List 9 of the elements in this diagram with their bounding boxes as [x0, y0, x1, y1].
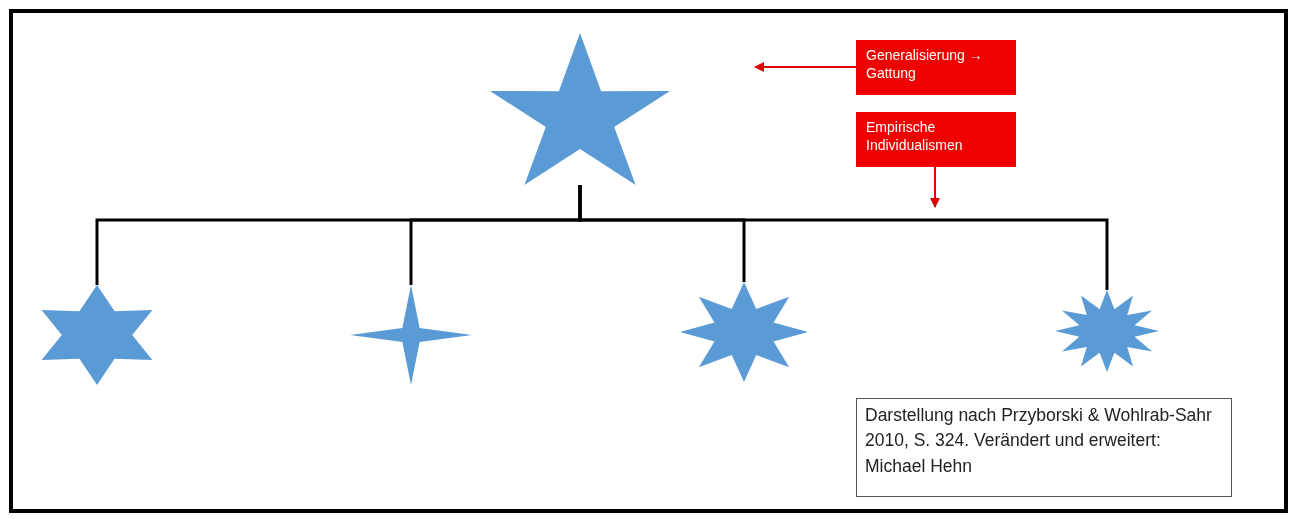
- arrow: [930, 166, 940, 208]
- label-box: Generalisierung → Gattung: [856, 40, 1016, 95]
- star-shape: [680, 282, 808, 382]
- star-shape: [490, 33, 670, 185]
- connector-line: [578, 185, 1109, 290]
- arrow: [754, 62, 857, 72]
- label-box: Empirische Individualismen: [856, 112, 1016, 167]
- star-shape: [1055, 290, 1159, 372]
- citation-box: Darstellung nach Przyborski & Wohlrab-Sahr 2010, S. 324. Verändert und erweitert: Michael Hehn: [856, 398, 1232, 497]
